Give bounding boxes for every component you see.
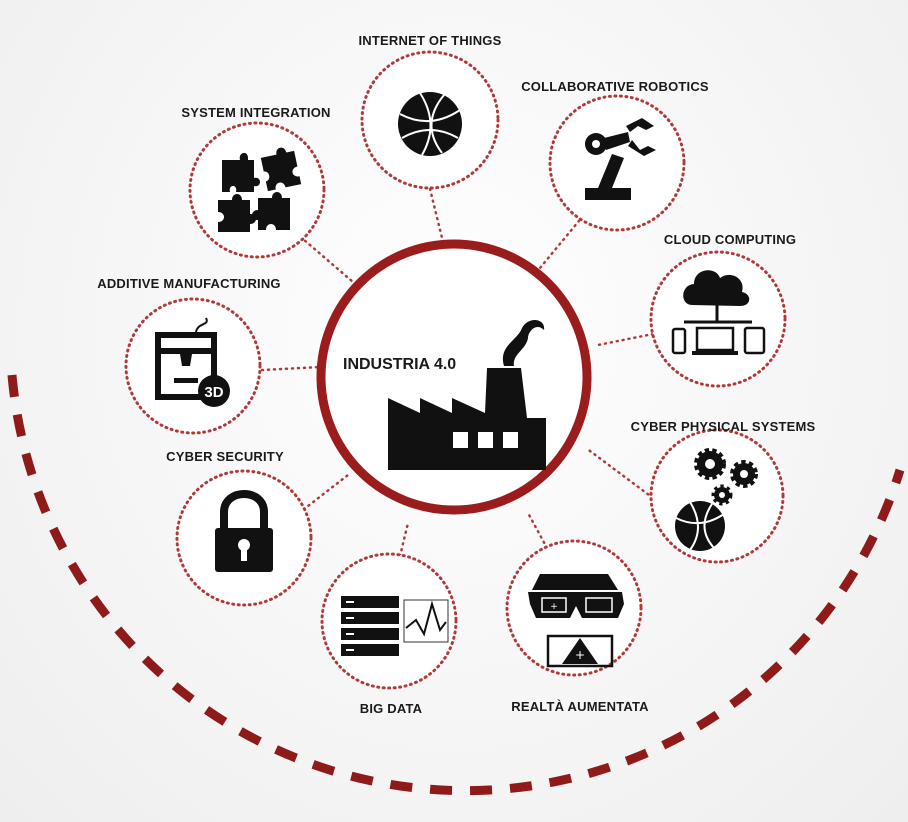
ar-glasses-icon: + + — [528, 574, 624, 668]
cloud-devices-icon — [671, 270, 766, 355]
label-iot: INTERNET OF THINGS — [358, 33, 502, 48]
hub-circle — [316, 239, 592, 515]
svg-text:3D: 3D — [204, 384, 223, 401]
puzzle-icon — [218, 147, 302, 232]
padlock-icon — [215, 490, 273, 572]
node-circle-additive — [124, 297, 262, 435]
server-data-icon — [341, 596, 449, 656]
robot-arm-icon — [585, 118, 656, 200]
label-cps: CYBER PHYSICAL SYSTEMS — [630, 419, 816, 434]
svg-text:+: + — [550, 602, 558, 612]
label-integration: SYSTEM INTEGRATION — [181, 105, 331, 120]
outer-dashed-arc — [7, 374, 905, 796]
label-robotics: COLLABORATIVE ROBOTICS — [521, 79, 709, 94]
globe-network-icon — [398, 92, 462, 156]
node-circle-integration — [188, 121, 326, 259]
connectors — [260, 187, 655, 558]
label-security: CYBER SECURITY — [166, 449, 284, 464]
svg-text:+: + — [575, 648, 585, 662]
label-bigdata: BIG DATA — [359, 701, 423, 716]
hub-title: INDUSTRIA 4.0 — [343, 356, 457, 373]
label-ar: REALTÀ AUMENTATA — [511, 699, 649, 714]
factory-icon — [388, 319, 546, 470]
gears-globe-icon — [675, 448, 758, 551]
label-additive: ADDITIVE MANUFACTURING — [97, 276, 281, 291]
label-cloud: CLOUD COMPUTING — [663, 232, 797, 247]
3d-printer-icon: 3D — [155, 317, 230, 407]
